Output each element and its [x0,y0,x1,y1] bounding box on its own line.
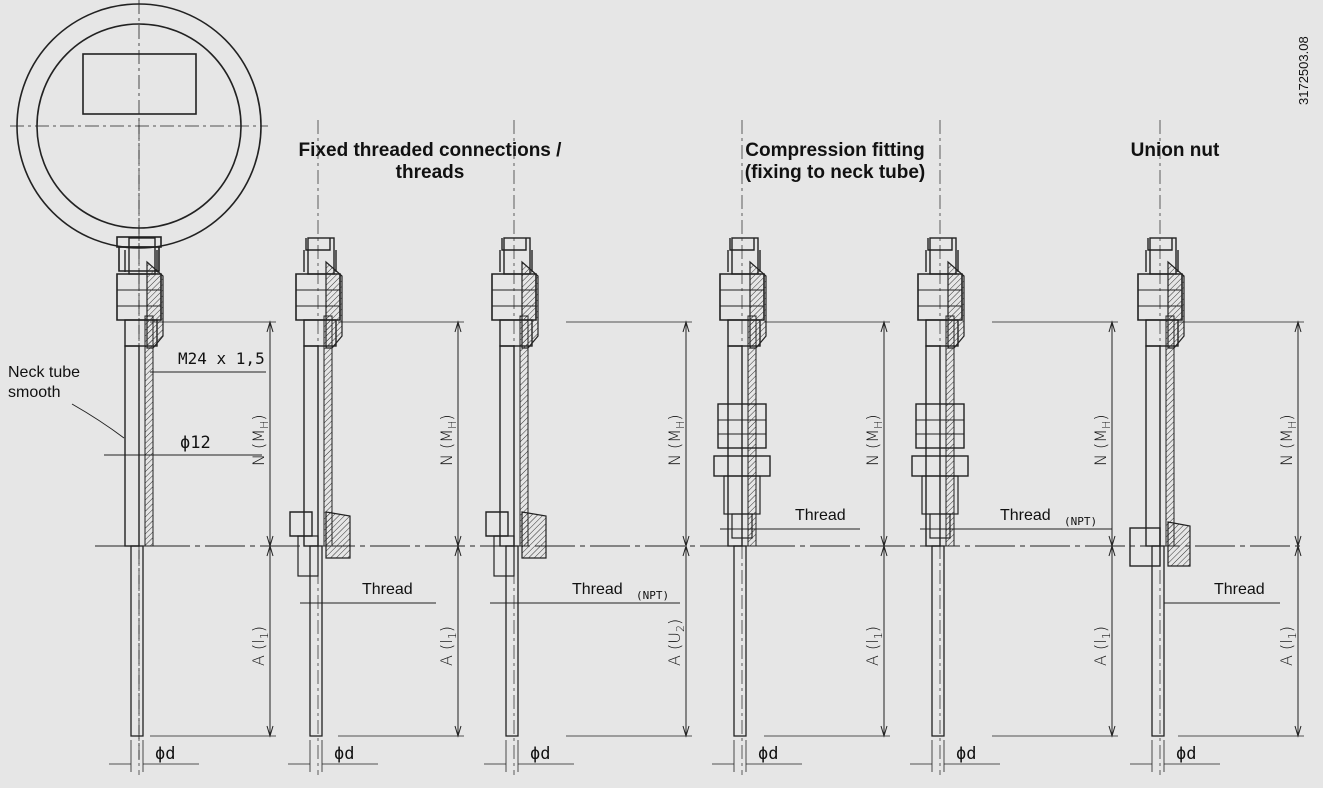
thread-callout: Thread [1164,581,1280,604]
arrowheads [454,320,462,738]
neck-tube [925,345,941,547]
thermowell-wall [945,315,955,547]
arrowheads [682,320,690,738]
dimension-label-a: A (l1) [249,626,271,666]
title-line: Fixed threaded connections / [298,140,562,161]
thermometer-assembly [289,120,351,775]
diameter-label: ϕd [530,744,550,764]
diameter-label: ϕd [1176,744,1196,764]
thermometer-assembly [713,120,771,775]
dimension-label-a: A (l1) [863,626,885,666]
dimension-n-a: N (MH) A (l1) [764,320,890,738]
diameter-d-dimension: ϕd [712,740,802,772]
compression-nut [915,403,965,449]
dimension-label-a: A (l1) [1277,626,1299,666]
m24-label: M24 x 1,5 [178,349,265,368]
thermometer-assembly [485,120,547,775]
diameter-d-dimension: ϕd [288,740,378,772]
title-compression-fitting: Compression fitting (fixing to neck tube… [700,140,970,184]
dimension-label-a: A (l1) [437,626,459,666]
title-line: threads [395,162,465,183]
dimension-n-a: N (MH) A (U2) [566,320,692,738]
neck-tube [1145,345,1161,547]
arrowheads [1294,320,1302,738]
title-line: Union nut [1130,140,1220,161]
thermowell-wall [323,315,333,547]
diameter-d-dimension: ϕd [910,740,1000,772]
dimension-label-a: A (U2) [665,619,687,666]
dimension-n-a: N (MH) A (l1) [1178,320,1304,738]
thread-callout: Thread (NPT) [490,581,680,604]
dimension-n-a: N (MH) A (l1) [150,320,276,738]
dimension-label-n: N (MH) [665,414,687,466]
thermowell-wall [1165,315,1175,547]
stem [130,545,144,737]
thread-label: Thread [1000,507,1051,524]
compression-nut [717,403,767,449]
thread-section [297,535,319,577]
dimension-label-n: N (MH) [437,414,459,466]
diameter-d-dimension: ϕd [109,740,199,772]
stem [505,545,519,737]
thermometer-assembly [116,120,164,775]
npt-label: (NPT) [636,589,669,602]
title-line: Compression fitting [745,140,925,161]
first-unit-callouts: M24 x 1,5 ϕ12 [71,349,266,456]
stem [931,545,945,737]
thread-label: Thread [572,581,623,598]
neck-tube-leader [71,403,125,439]
thread-label: Thread [795,507,846,524]
dimension-label-n: N (MH) [1091,414,1113,466]
diameter-d-dimension: ϕd [484,740,574,772]
hex-fitting [485,511,509,537]
dimension-label-a: A (l1) [1091,626,1113,666]
title-union-nut: Union nut [1090,140,1260,162]
title-line: (fixing to neck tube) [744,162,926,183]
neck-tube [499,345,515,547]
thread-label: Thread [1214,581,1265,598]
stem [733,545,747,737]
diameter-label: ϕd [956,744,976,764]
thermowell-wall [144,315,154,547]
phi12-label: ϕ12 [180,433,211,453]
thread-callout: Thread (NPT) [920,507,1112,530]
neck-tube [727,345,743,547]
neck-tube-label-line: Neck tube [8,364,81,381]
thermowell-wall [519,315,529,547]
neck-tube [303,345,319,547]
thread-label: Thread [362,581,413,598]
diameter-label: ϕd [758,744,778,764]
title-fixed-threaded: Fixed threaded connections / threads [250,140,610,184]
neck-tube [124,345,140,547]
thermowell-wall [747,315,757,547]
dimension-label-n: N (MH) [249,414,271,466]
neck-tube-label: Neck tube smooth [8,363,80,403]
thread-section [493,535,515,577]
diameter-d-dimension: ϕd [1130,740,1220,772]
dimension-label-n: N (MH) [863,414,885,466]
thread-callout: Thread [720,507,860,530]
npt-label: (NPT) [1064,515,1097,528]
dimension-n-a: N (MH) A (l1) [338,320,464,738]
diameter-label: ϕd [155,744,175,764]
thread-callout: Thread [300,581,436,604]
arrowheads [880,320,888,738]
stem [1151,545,1165,737]
arrowheads [266,320,274,738]
arrowheads [1108,320,1116,738]
neck-tube-label-line: smooth [8,384,61,401]
thermometer-assembly [1129,120,1191,775]
diameter-label: ϕd [334,744,354,764]
dimension-label-n: N (MH) [1277,414,1299,466]
union-nut [1129,527,1161,567]
thermometer-assembly [911,120,969,775]
hex-fitting [289,511,313,537]
stem [309,545,323,737]
